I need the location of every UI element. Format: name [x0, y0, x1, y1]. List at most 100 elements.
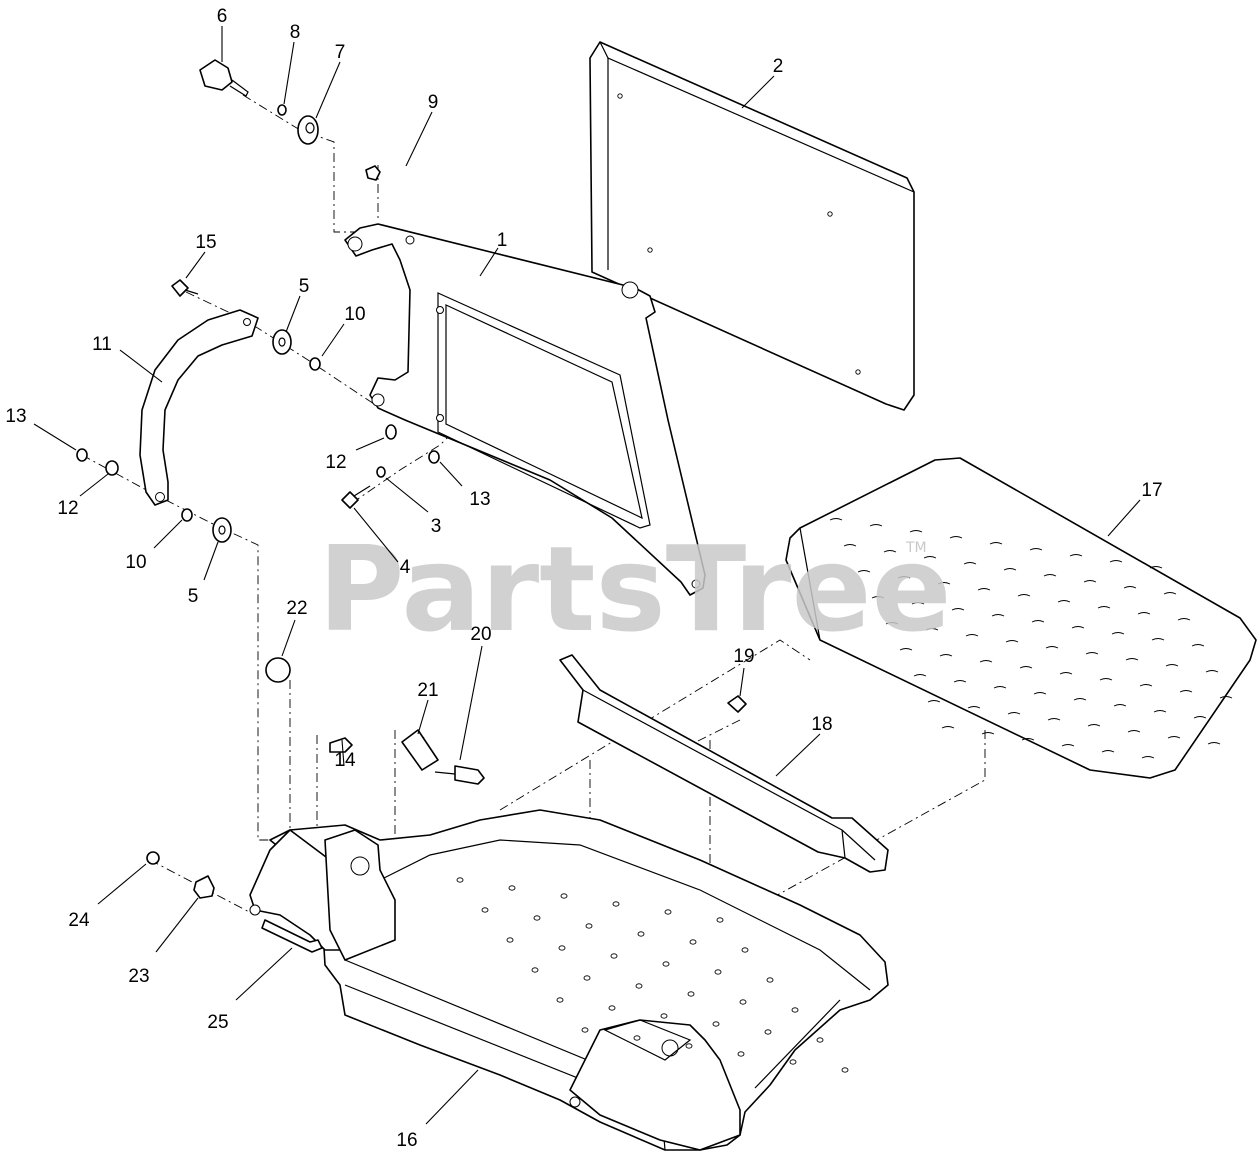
tread-mark — [1177, 618, 1191, 621]
callout-20: 20 — [470, 624, 491, 645]
tread-mark — [1153, 710, 1167, 713]
frame-hole — [687, 991, 695, 997]
tread-mark — [1123, 586, 1137, 589]
tread-mark — [1125, 658, 1139, 661]
frame-hole — [612, 901, 620, 907]
tread-mark — [1059, 672, 1073, 675]
frame-hole — [633, 1035, 641, 1041]
tread-mark — [1083, 580, 1097, 583]
tread-mark — [1007, 712, 1021, 715]
tread-mark — [953, 680, 967, 683]
tread-mark — [963, 562, 977, 565]
callout-6: 6 — [217, 6, 228, 27]
seat-tread-pattern — [829, 518, 1233, 759]
tread-mark — [1061, 744, 1075, 747]
backrest-cushion — [589, 41, 915, 411]
tread-mark — [1207, 742, 1221, 745]
tread-mark — [993, 686, 1007, 689]
tread-mark — [1071, 626, 1085, 629]
watermark: PartsTree TM — [318, 520, 952, 658]
frame-hole — [585, 923, 593, 929]
frame-hole — [610, 953, 618, 959]
callout-16: 16 — [396, 1130, 417, 1151]
callouts: 6 8 7 9 2 1 15 5 10 11 13 12 10 5 12 13 — [5, 6, 1162, 1151]
callout-13-left: 13 — [5, 406, 26, 427]
seat-frame — [249, 809, 889, 1151]
frame-hole — [764, 1029, 772, 1035]
frame-hole — [766, 977, 774, 983]
tread-mark — [1085, 652, 1099, 655]
callout-18: 18 — [811, 714, 832, 735]
tread-mark — [939, 654, 953, 657]
callout-17: 17 — [1141, 480, 1162, 501]
tread-mark — [857, 570, 871, 573]
callout-22: 22 — [286, 598, 307, 619]
frame-hole — [716, 917, 724, 923]
callout-10-lower: 10 — [125, 552, 146, 573]
tread-mark — [951, 608, 965, 611]
callout-12-left: 12 — [57, 498, 78, 519]
tread-mark — [883, 550, 897, 553]
frame-hole — [689, 939, 697, 945]
frame-hole — [481, 907, 489, 913]
tread-mark — [1029, 548, 1043, 551]
frame-hole — [841, 1067, 849, 1073]
tread-mark — [829, 518, 843, 521]
tread-mark — [899, 648, 913, 651]
tread-mark — [885, 622, 899, 625]
frame-hole — [531, 967, 539, 973]
tread-mark — [1047, 718, 1061, 721]
tread-mark — [1019, 666, 1033, 669]
frame-hole — [456, 877, 464, 883]
tread-mark — [967, 706, 981, 709]
tread-mark — [909, 530, 923, 533]
frame-holes — [456, 877, 849, 1073]
tread-mark — [1073, 698, 1087, 701]
seat-cushion — [785, 457, 1257, 779]
callout-15: 15 — [195, 232, 216, 253]
frame-hole — [791, 1007, 799, 1013]
tread-mark — [1069, 554, 1083, 557]
callout-21: 21 — [417, 680, 438, 701]
tread-mark — [1003, 568, 1017, 571]
callout-9: 9 — [428, 92, 439, 113]
frame-hole — [739, 999, 747, 1005]
tread-mark — [991, 614, 1005, 617]
tread-mark — [897, 576, 911, 579]
tread-mark — [1141, 756, 1155, 759]
hardware — [76, 59, 747, 953]
tread-mark — [1031, 620, 1045, 623]
tread-mark — [911, 602, 925, 605]
tread-mark — [949, 536, 963, 539]
callout-12-right: 12 — [325, 452, 346, 473]
frame-hole — [714, 969, 722, 975]
tread-mark — [981, 732, 995, 735]
tread-mark — [1165, 664, 1179, 667]
callout-8: 8 — [290, 22, 301, 43]
callout-10-upper: 10 — [344, 304, 365, 325]
callout-5-upper: 5 — [299, 276, 310, 297]
callout-11: 11 — [92, 334, 112, 355]
tread-mark — [913, 674, 927, 677]
frame-hole — [581, 1027, 589, 1033]
tread-mark — [977, 588, 991, 591]
arc-link — [139, 309, 259, 506]
tread-mark — [1219, 696, 1233, 699]
tread-mark — [1017, 594, 1031, 597]
tread-mark — [1137, 612, 1151, 615]
frame-hole — [660, 1013, 668, 1019]
tread-mark — [1057, 600, 1071, 603]
callout-24: 24 — [68, 910, 90, 931]
frame-hole — [789, 1059, 797, 1065]
tread-mark — [1205, 670, 1219, 673]
frame-hole — [816, 1037, 824, 1043]
tread-mark — [1101, 750, 1115, 753]
tread-mark — [925, 628, 939, 631]
tread-mark — [941, 726, 955, 729]
frame-hole — [508, 885, 516, 891]
tread-mark — [923, 556, 937, 559]
tread-mark — [1163, 592, 1177, 595]
tread-mark — [869, 524, 883, 527]
tread-mark — [979, 660, 993, 663]
